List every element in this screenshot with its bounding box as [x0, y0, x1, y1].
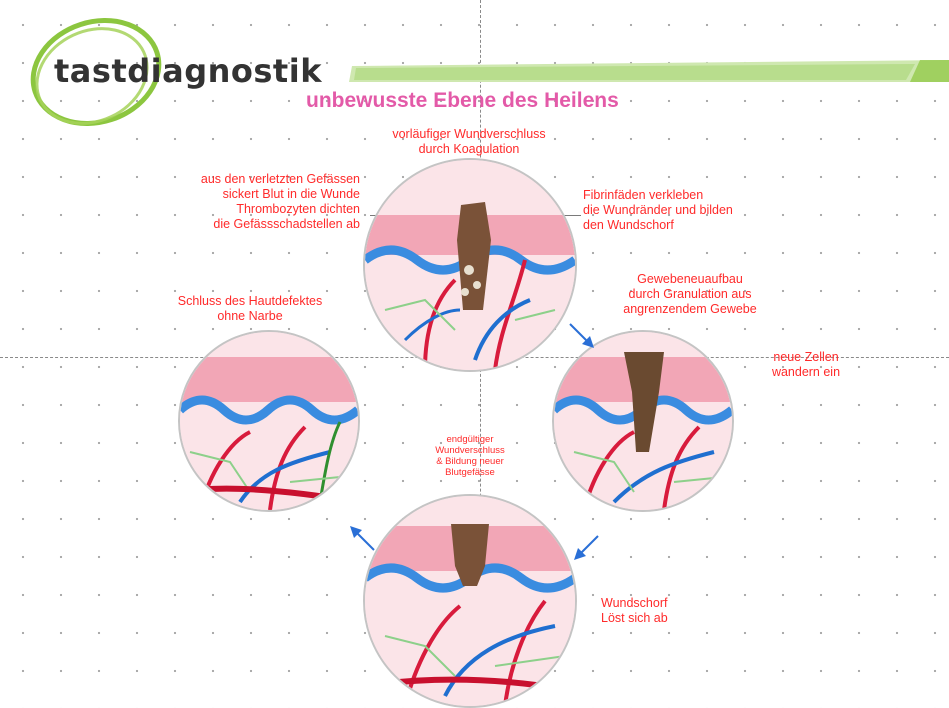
label-line: neue Zellen [756, 350, 856, 365]
label-line: durch Granulation aus [590, 287, 790, 302]
label-skin-closed: Schluss des Hautdefektes ohne Narbe [150, 294, 350, 324]
label-line: & Bildung neuer [410, 456, 530, 467]
arrow-bottom-to-left-icon [346, 522, 380, 556]
label-line: Blutgefässe [410, 467, 530, 478]
label-line: durch Koagulation [362, 142, 576, 157]
label-fibrin-scab: Fibrinfäden verkleben die Wundränder und… [583, 188, 733, 233]
label-granulation: Gewebeneuaufbau durch Granulation aus an… [590, 272, 790, 317]
label-line: angrenzendem Gewebe [590, 302, 790, 317]
wound-stage-scab-release-illustration [363, 494, 577, 708]
label-line: sickert Blut in die Wunde [120, 187, 360, 202]
label-line: Wundschorf [601, 596, 668, 611]
label-line: Fibrinfäden verkleben [583, 188, 733, 203]
arrow-right-to-bottom-icon [570, 530, 604, 564]
label-line: die Wundränder und bilden [583, 203, 733, 218]
label-line: aus den verletzten Gefässen [120, 172, 360, 187]
arrow-top-to-right-icon [564, 318, 598, 352]
label-line: wandern ein [756, 365, 856, 380]
label-scab-release: Wundschorf Löst sich ab [601, 596, 668, 626]
diagram-title: unbewusste Ebene des Heilens [306, 89, 619, 113]
label-coagulation: vorläufiger Wundverschluss durch Koagula… [362, 127, 576, 157]
label-line: die Gefässschadstellen ab [120, 217, 360, 232]
label-new-cells: neue Zellen wandern ein [756, 350, 856, 380]
label-line: den Wundschorf [583, 218, 733, 233]
label-line: Löst sich ab [601, 611, 668, 626]
logo-text: tastdiagnostik [54, 52, 322, 90]
label-line: ohne Narbe [150, 309, 350, 324]
label-line: Schluss des Hautdefektes [150, 294, 350, 309]
wound-stage-coagulation-illustration [363, 158, 577, 372]
label-line: vorläufiger Wundverschluss [362, 127, 576, 142]
label-blood-thrombocytes: aus den verletzten Gefässen sickert Blut… [120, 172, 360, 232]
wound-stage-granulation-illustration [552, 330, 734, 512]
wound-stage-healed-illustration [178, 330, 360, 512]
label-line: Wundverschluss [410, 445, 530, 456]
label-final-closure: endgültiger Wundverschluss & Bildung neu… [410, 434, 530, 478]
label-line: Thrombozyten dichten [120, 202, 360, 217]
label-line: endgültiger [410, 434, 530, 445]
label-line: Gewebeneuaufbau [590, 272, 790, 287]
